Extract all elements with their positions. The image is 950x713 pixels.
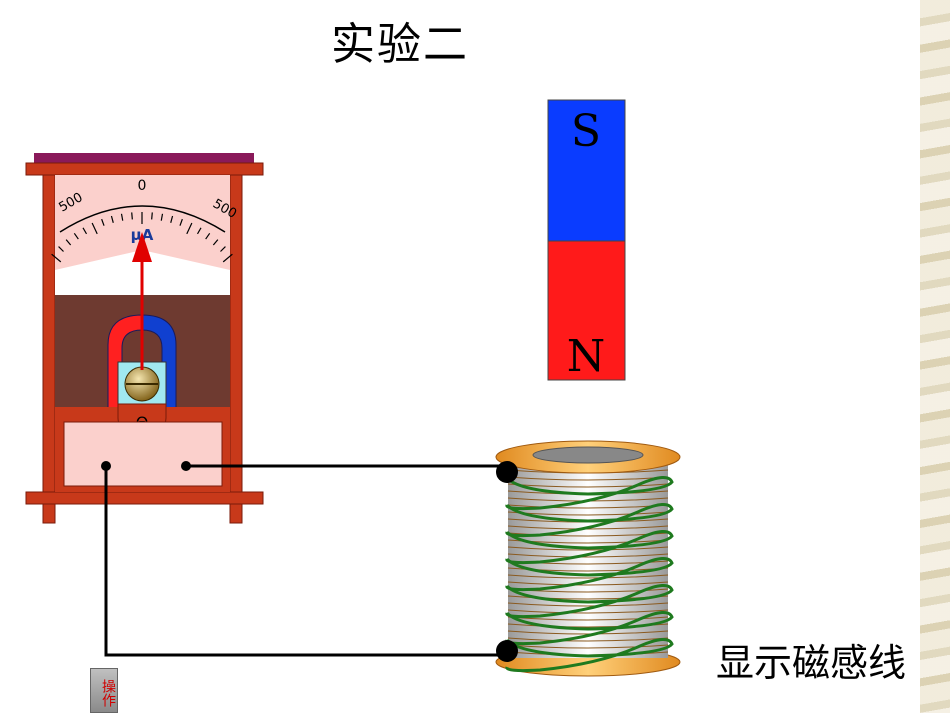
coil-turn xyxy=(507,483,669,488)
coil-terminal-bottom[interactable] xyxy=(496,640,518,662)
coil-turn xyxy=(507,644,669,649)
scale-tick xyxy=(58,246,64,252)
coil xyxy=(495,440,681,677)
coil-turn xyxy=(507,637,669,642)
page-title: 实验二 xyxy=(331,19,469,70)
scale-tick xyxy=(170,215,174,223)
scale-tick xyxy=(65,239,72,246)
scale-tick xyxy=(196,227,202,235)
scale-tick xyxy=(120,213,124,221)
meter-scale-arc xyxy=(59,205,226,233)
meter-top-bar xyxy=(34,153,254,163)
coil-green-wire xyxy=(505,476,674,673)
terminal-panel xyxy=(63,421,223,487)
scale-tick xyxy=(160,213,164,221)
spool-top-hole xyxy=(532,446,644,464)
scale-tick xyxy=(205,232,211,240)
green-wire-turn xyxy=(505,557,674,592)
scale-tick xyxy=(222,253,233,263)
wire-bottom xyxy=(104,466,507,657)
coil-turn xyxy=(507,546,669,551)
magnet-north-half xyxy=(547,240,626,381)
green-wire-turn xyxy=(505,611,674,646)
meter-scale-ticks xyxy=(51,212,233,263)
scale-tick xyxy=(73,232,79,240)
meter-right-post xyxy=(229,174,243,524)
coil-windings xyxy=(507,469,669,656)
show-field-lines-button[interactable]: 显示磁感线 xyxy=(716,641,907,685)
scale-tick xyxy=(186,222,193,235)
meter-bottom-frame xyxy=(25,491,264,505)
coil-turn xyxy=(507,476,669,481)
magnet-south-half xyxy=(547,99,626,242)
coil-terminal-top[interactable] xyxy=(496,461,518,483)
paper-texture-edge xyxy=(920,0,950,713)
green-wire-turn xyxy=(505,530,674,565)
circuit-wires xyxy=(104,464,507,657)
scale-tick xyxy=(151,212,153,220)
coil-turn xyxy=(507,616,669,621)
magnet-s-label: S xyxy=(571,106,601,157)
coil-turn xyxy=(507,581,669,586)
galvanometer: 500 0 500 μA Θ xyxy=(25,153,264,524)
green-wire-turn xyxy=(505,503,674,538)
coil-turn xyxy=(507,602,669,607)
scale-tick xyxy=(131,212,133,220)
coil-turn xyxy=(507,574,669,579)
scale-label-center: 0 xyxy=(138,178,147,194)
scale-tick xyxy=(91,222,98,235)
operate-button[interactable]: 操作 xyxy=(90,668,118,713)
bar-magnet[interactable]: S N xyxy=(547,99,626,382)
meter-top-frame xyxy=(25,162,264,176)
coil-turn xyxy=(507,609,669,614)
scale-tick xyxy=(179,218,183,226)
green-wire-turn xyxy=(505,584,674,619)
meter-left-post xyxy=(42,174,56,524)
scale-tick xyxy=(51,253,62,263)
magnet-n-label: N xyxy=(567,331,606,382)
coil-turn xyxy=(507,630,669,635)
scale-tick xyxy=(101,218,105,226)
green-wire-turn xyxy=(505,476,674,511)
green-wire-turn xyxy=(505,638,674,673)
meter-needle xyxy=(132,232,152,370)
scale-tick xyxy=(212,239,219,246)
scale-tick xyxy=(220,246,226,252)
scale-tick xyxy=(110,215,114,223)
scale-tick xyxy=(82,227,88,235)
coil-turn xyxy=(507,553,669,558)
